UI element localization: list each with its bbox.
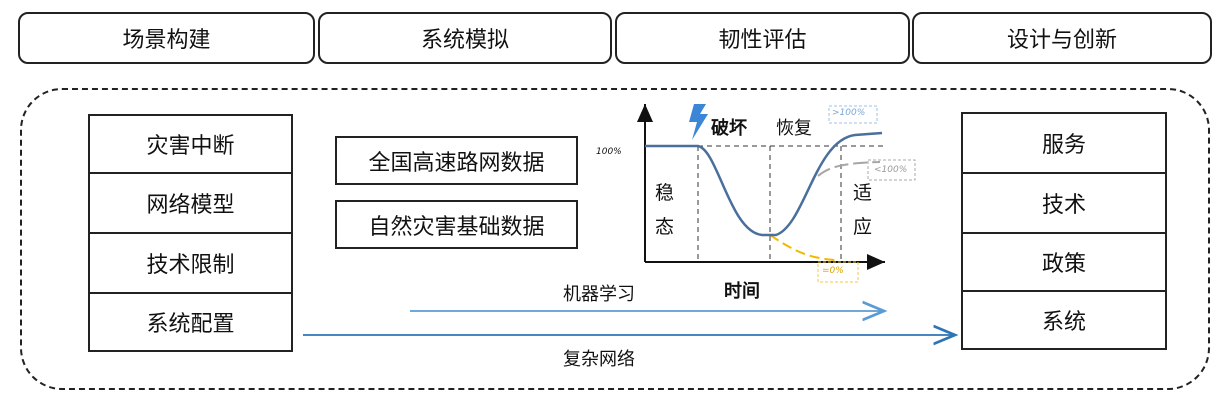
left-item-network-model: 网络模型 xyxy=(88,172,293,234)
data-disaster: 自然灾害基础数据 xyxy=(335,200,578,249)
dashed-container xyxy=(20,88,1210,390)
left-item-tech-limit: 技术限制 xyxy=(88,232,293,294)
steady-label-1: 稳 xyxy=(655,182,675,204)
resilience-curve xyxy=(645,131,883,237)
adapt-label-1: 适 xyxy=(853,182,873,204)
right-item-technology: 技术 xyxy=(961,172,1167,234)
above-100-box xyxy=(828,105,878,124)
steady-label-2: 态 xyxy=(655,216,675,238)
right-item-policy: 政策 xyxy=(961,232,1167,292)
below-100-box xyxy=(867,159,916,181)
right-item-service: 服务 xyxy=(961,112,1167,174)
above-100-label: >100% xyxy=(832,108,866,118)
zero-box xyxy=(817,261,859,283)
zero-label: =0% xyxy=(822,266,844,276)
left-item-disaster: 灾害中断 xyxy=(88,114,293,174)
tab-design-innovation: 设计与创新 xyxy=(912,12,1212,64)
adapt-label-2: 应 xyxy=(853,216,873,238)
x-axis-label: 时间 xyxy=(724,281,760,302)
data-highway: 全国高速路网数据 xyxy=(335,136,578,185)
disruption-label: 破坏 xyxy=(711,118,747,139)
complex-network-label: 复杂网络 xyxy=(563,349,635,370)
right-item-system: 系统 xyxy=(961,290,1167,350)
recovery-label: 恢复 xyxy=(776,118,812,139)
tab-system-simulation: 系统模拟 xyxy=(318,12,612,64)
zero-recovery-curve xyxy=(769,234,836,261)
tab-resilience-assessment: 韧性评估 xyxy=(615,12,910,64)
y-tick-100: 100% xyxy=(596,147,622,157)
machine-learning-label: 机器学习 xyxy=(563,284,635,305)
grey-recovery-curve xyxy=(817,161,881,177)
lightning-icon xyxy=(689,104,708,140)
tab-scenario-building: 场景构建 xyxy=(18,12,315,64)
left-item-system-config: 系统配置 xyxy=(88,292,293,352)
below-100-label: <100% xyxy=(874,165,908,175)
